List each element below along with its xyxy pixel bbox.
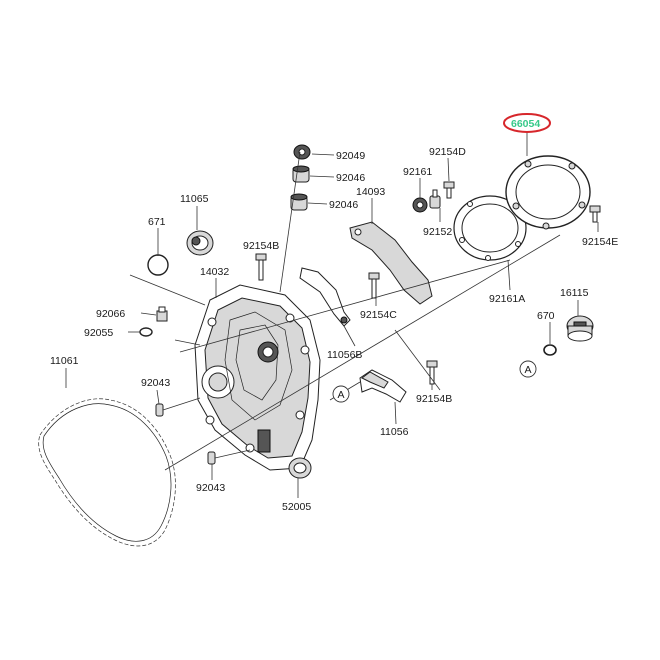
clutch-arm-11056b: [299, 267, 351, 327]
label-670[interactable]: 670: [537, 310, 555, 322]
ref-a-text-1: A: [338, 389, 345, 401]
label-11056[interactable]: 11056: [380, 426, 409, 438]
label-52005[interactable]: 52005: [282, 501, 311, 513]
label-14093[interactable]: 14093: [356, 186, 385, 198]
bushing-92046-a: [292, 165, 310, 183]
lever-14093: [349, 221, 433, 305]
label-92046-b[interactable]: 92046: [329, 199, 358, 211]
label-11065[interactable]: 11065: [180, 193, 209, 205]
oil-seal-11065: [186, 230, 214, 256]
label-92066[interactable]: 92066: [96, 308, 125, 320]
label-92154b-top[interactable]: 92154B: [243, 240, 279, 252]
label-92152[interactable]: 92152: [423, 226, 452, 238]
leader-lines: [65, 131, 599, 498]
ref-circle-a-1: A: [332, 385, 350, 403]
ref-a-text-2: A: [525, 364, 532, 376]
label-92154d[interactable]: 92154D: [429, 146, 466, 158]
label-16115[interactable]: 16115: [560, 287, 589, 299]
label-92161a[interactable]: 92161A: [489, 293, 525, 305]
bushing-92049: [293, 144, 311, 160]
o-ring-670: [543, 344, 557, 356]
oil-seal-52005: [288, 457, 312, 479]
plug-92066: [156, 306, 168, 322]
bolt-92154b-bottom: [426, 360, 438, 385]
label-92049[interactable]: 92049: [336, 150, 365, 162]
label-14032[interactable]: 14032: [200, 266, 229, 278]
o-ring-671: [147, 254, 169, 276]
label-92154b-bottom[interactable]: 92154B: [416, 393, 452, 405]
dowel-pin-92043-b: [207, 451, 216, 465]
bolt-92154d: [443, 181, 455, 199]
label-92046-a[interactable]: 92046: [336, 172, 365, 184]
cover-66054: [505, 155, 591, 230]
collar-92152: [429, 189, 441, 209]
cap-16115: [566, 315, 594, 342]
o-ring-92055: [139, 327, 153, 337]
ref-circle-a-2: A: [519, 360, 537, 378]
label-92154c[interactable]: 92154C: [360, 309, 397, 321]
bolt-92154e: [589, 205, 601, 223]
gasket-11061: [38, 398, 176, 547]
gasket-92161a: [453, 195, 527, 261]
bolt-92154b-top: [255, 253, 267, 281]
bolt-92154c: [368, 272, 380, 299]
highlight-ring: [503, 113, 551, 133]
bushing-92046-b: [290, 193, 308, 211]
label-92043-b[interactable]: 92043: [196, 482, 225, 494]
label-92043-a[interactable]: 92043: [141, 377, 170, 389]
label-92055[interactable]: 92055: [84, 327, 113, 339]
dowel-pin-92043-a: [155, 403, 164, 417]
label-92154e[interactable]: 92154E: [582, 236, 618, 248]
label-671[interactable]: 671: [148, 216, 166, 228]
label-11061[interactable]: 11061: [50, 355, 79, 367]
part-labels: 66054 92049 92046 92046 92154D 92161 140…: [50, 118, 618, 513]
washer-92161: [412, 197, 428, 213]
label-66054[interactable]: 66054: [511, 118, 540, 130]
label-92161[interactable]: 92161: [403, 166, 432, 178]
clutch-cover-14032: [194, 284, 321, 471]
label-11056b[interactable]: 11056B: [327, 349, 362, 361]
